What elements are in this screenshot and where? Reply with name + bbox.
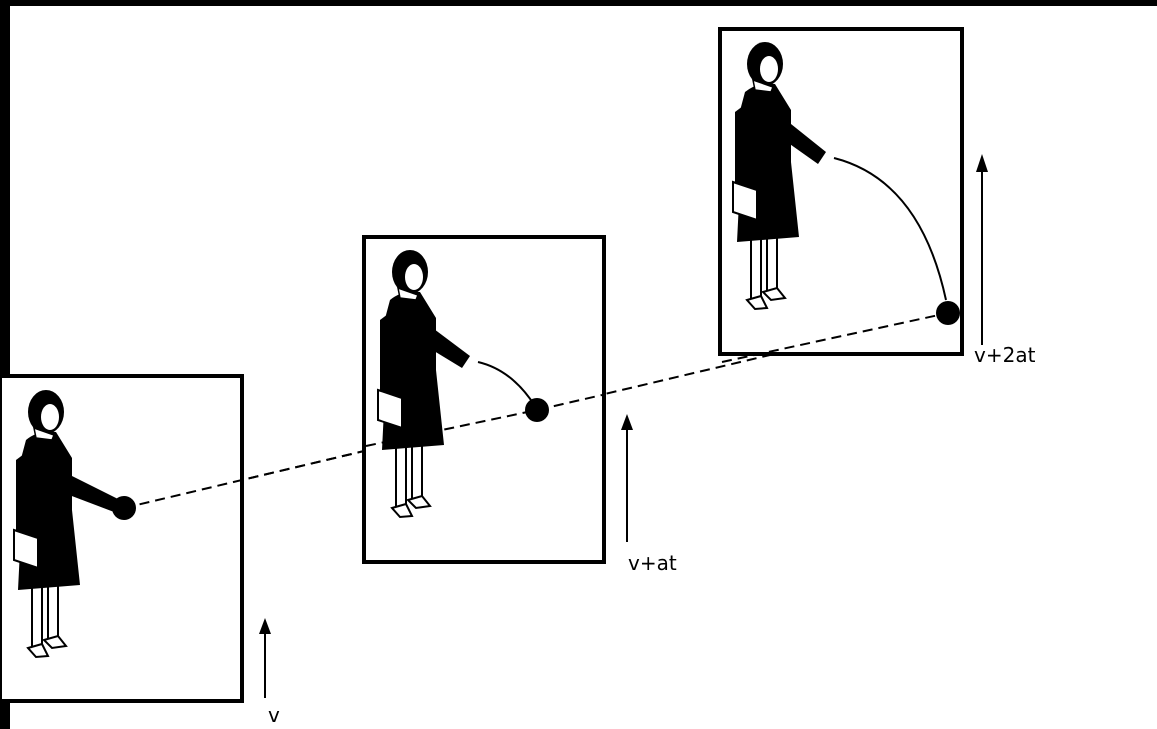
ball-string-2 (477, 361, 536, 407)
velocity-label-3: v+2at (974, 343, 1036, 367)
frame-1: v (0, 374, 538, 727)
velocity-label-2: v+at (628, 551, 677, 575)
frame-2: v+at (362, 235, 677, 575)
arm-2 (416, 320, 470, 368)
arm-1 (56, 470, 120, 512)
ball-string-3 (833, 157, 947, 301)
velocity-arrow-1 (259, 618, 271, 634)
velocity-arrow-2 (621, 414, 633, 430)
ball-3 (936, 301, 960, 325)
velocity-label-1: v (268, 703, 280, 727)
ball-1 (112, 496, 136, 520)
velocity-arrow-3 (976, 154, 988, 172)
arm-3 (770, 112, 826, 164)
frame-3: v+2at (718, 27, 1036, 367)
ball-2 (525, 398, 549, 422)
